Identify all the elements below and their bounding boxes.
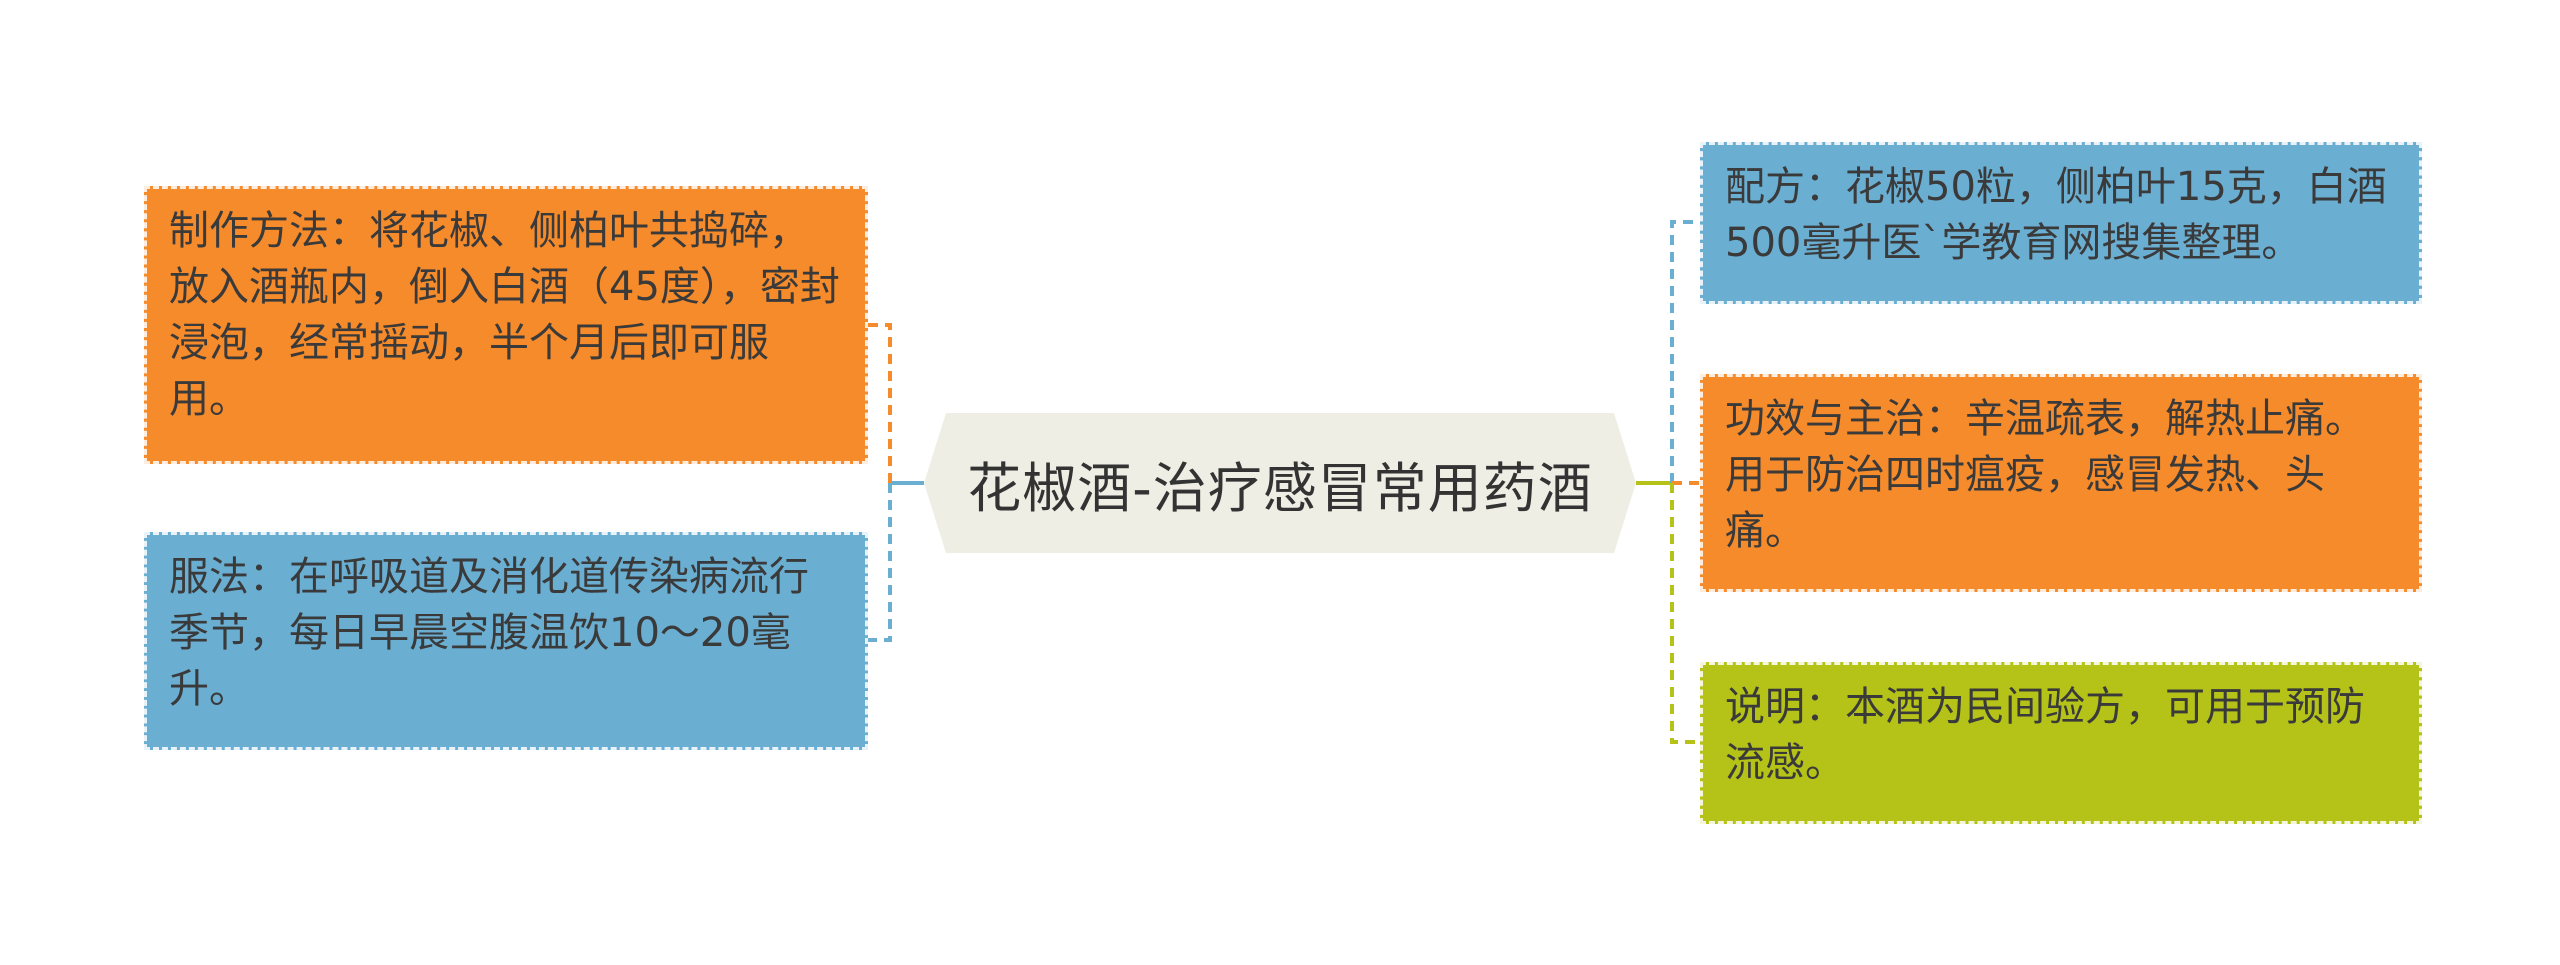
central-topic[interactable]: 花椒酒-治疗感冒常用药酒 — [924, 413, 1636, 553]
node-method-text: 制作方法：将花椒、侧柏叶共捣碎，放入酒瓶内，倒入白酒（45度），密封浸泡，经常摇… — [169, 208, 840, 422]
node-formula-text: 配方：花椒50粒，侧柏叶15克，白酒500毫升医`学教育网搜集整理。 — [1725, 164, 2387, 266]
node-usage-text: 服法：在呼吸道及消化道传染病流行季节，每日早晨空腹温饮10～20毫升。 — [169, 554, 809, 712]
central-topic-shape — [924, 413, 1636, 553]
node-formula[interactable]: 配方：花椒50粒，侧柏叶15克，白酒500毫升医`学教育网搜集整理。 — [1700, 142, 2422, 304]
node-method[interactable]: 制作方法：将花椒、侧柏叶共捣碎，放入酒瓶内，倒入白酒（45度），密封浸泡，经常摇… — [144, 186, 868, 464]
connector-note — [1670, 483, 1700, 744]
node-usage[interactable]: 服法：在呼吸道及消化道传染病流行季节，每日早晨空腹温饮10～20毫升。 — [144, 532, 868, 750]
connector-method — [868, 323, 892, 483]
node-effect-text: 功效与主治：辛温疏表，解热止痛。用于防治四时瘟疫，感冒发热、头痛。 — [1725, 396, 2365, 554]
node-note[interactable]: 说明：本酒为民间验方，可用于预防流感。 — [1700, 662, 2422, 824]
central-topic-title: 花椒酒-治疗感冒常用药酒 — [967, 456, 1593, 520]
connector-usage — [868, 483, 892, 642]
node-note-text: 说明：本酒为民间验方，可用于预防流感。 — [1725, 684, 2365, 786]
node-effect[interactable]: 功效与主治：辛温疏表，解热止痛。用于防治四时瘟疫，感冒发热、头痛。 — [1700, 374, 2422, 592]
connector-formula — [1670, 220, 1700, 483]
